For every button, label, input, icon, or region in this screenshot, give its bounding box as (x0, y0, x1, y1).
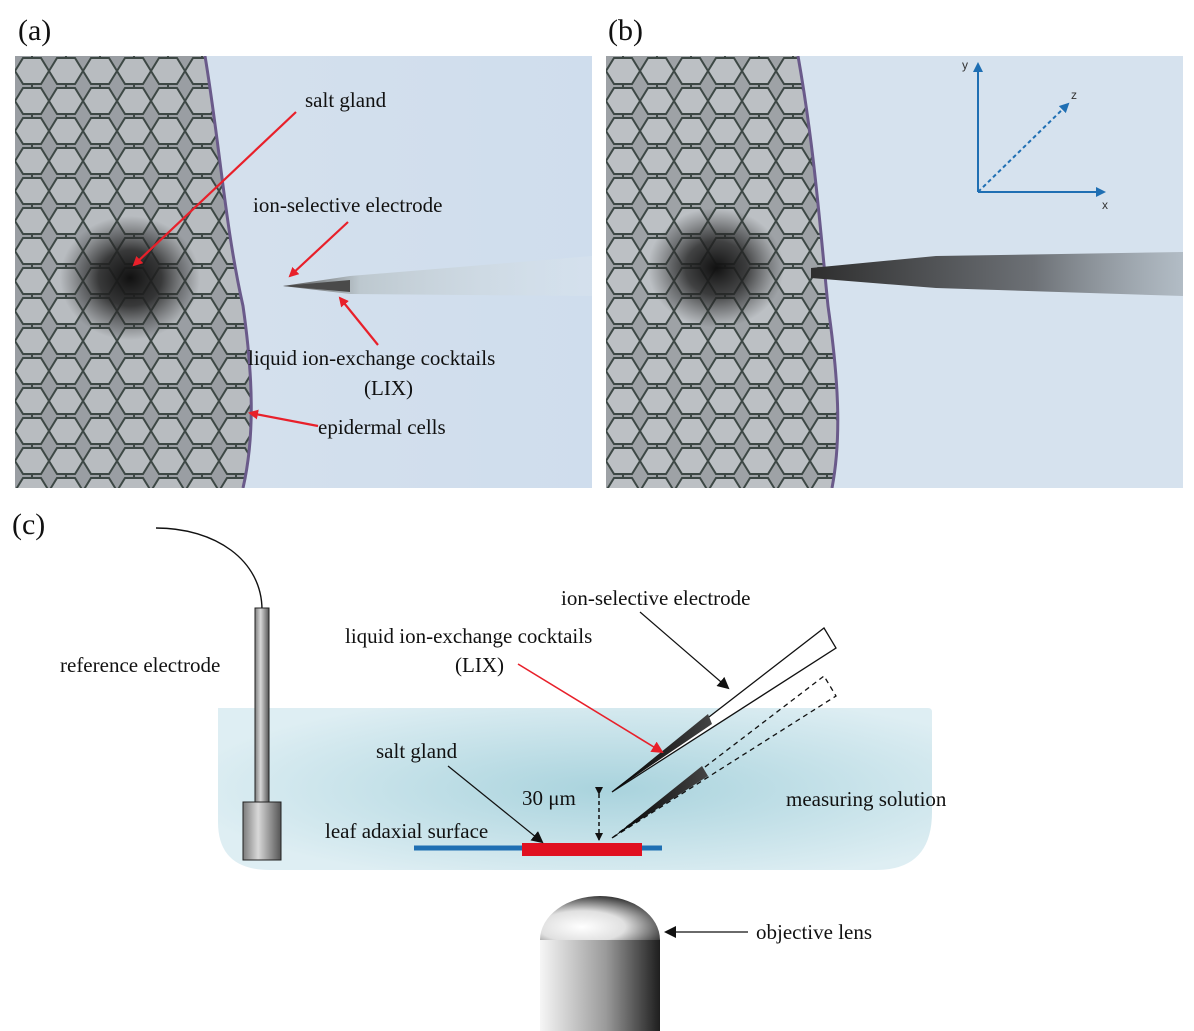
axis-y-label: y (962, 58, 968, 72)
label-lix-c-line2: (LIX) (455, 653, 504, 677)
label-distance: 30 μm (522, 786, 576, 810)
electrode-tip-lix-dashed (612, 766, 708, 838)
label-leaf-surface: leaf adaxial surface (325, 819, 489, 843)
objective-lens-body (540, 940, 660, 1031)
panel-label-b: (b) (608, 14, 643, 47)
reference-electrode-shaft (254, 607, 270, 805)
leader-lix-c (517, 663, 664, 754)
salt-gland-bar (522, 843, 642, 856)
micrograph-b-image (606, 56, 1183, 488)
micrograph-b (606, 56, 1183, 488)
axis-z-label: z (1071, 88, 1077, 102)
label-objective-lens: objective lens (756, 920, 873, 944)
label-lix-a-line1: liquid ion-exchange cocktails (248, 346, 496, 370)
panel-label-c: (c) (12, 508, 46, 541)
label-salt-gland-c: salt gland (376, 739, 458, 763)
label-reference-electrode: reference electrode (60, 653, 221, 677)
label-lix-c-line1: liquid ion-exchange cocktails (345, 624, 593, 648)
label-ise-a: ion-selective electrode (253, 193, 443, 217)
label-ise-c: ion-selective electrode (561, 586, 751, 610)
reference-electrode-cable (155, 527, 263, 611)
objective-lens-dome (540, 896, 660, 940)
leader-ise-c (639, 611, 730, 690)
label-epidermal-a: epidermal cells (318, 415, 446, 439)
panel-label-a: (a) (18, 14, 52, 47)
axis-x-label: x (1102, 198, 1108, 212)
label-salt-gland-a: salt gland (305, 88, 387, 112)
label-measuring-solution: measuring solution (786, 787, 947, 811)
label-lix-a-line2: (LIX) (364, 376, 413, 400)
leader-salt-gland-c (447, 765, 544, 844)
reference-electrode-tip (242, 801, 282, 861)
